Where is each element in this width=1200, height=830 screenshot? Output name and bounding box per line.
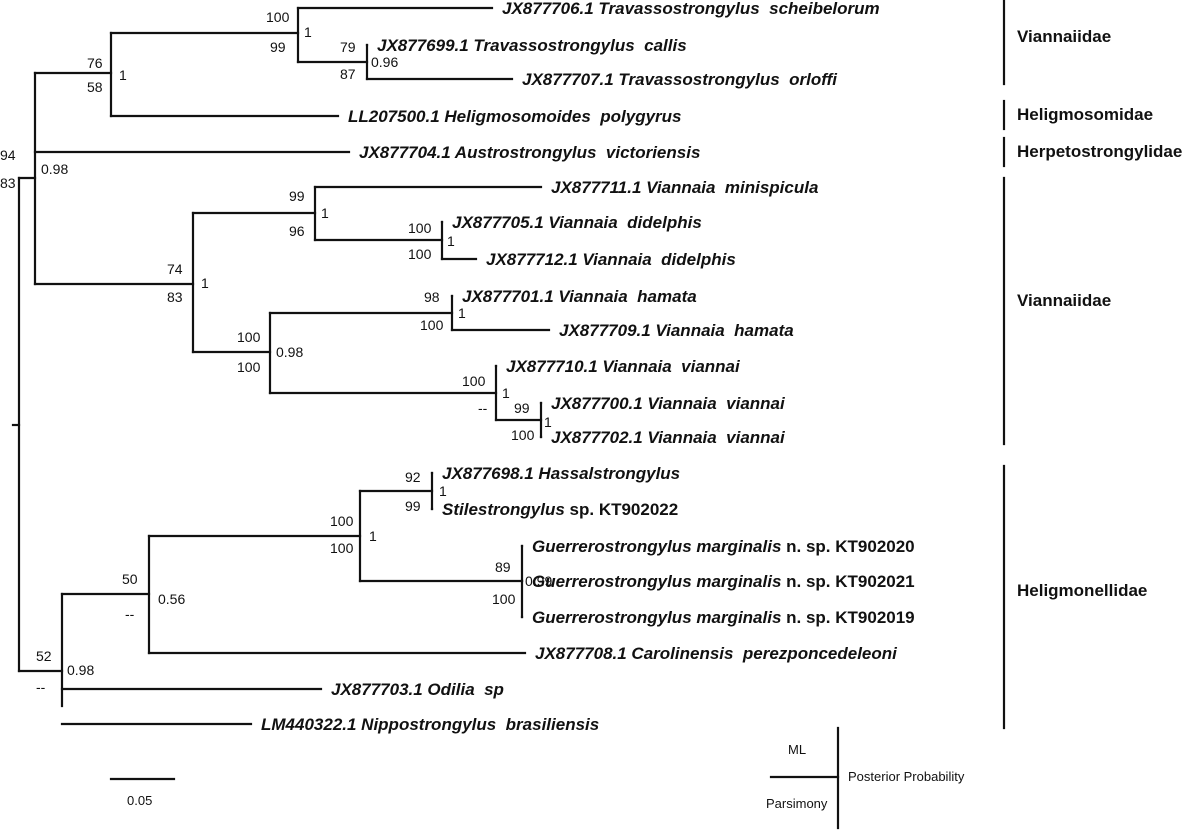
legend-ml: ML <box>788 742 806 757</box>
support-pars-n_ham_vian: 100 <box>237 359 261 375</box>
taxon-label-t8: JX877712.1 Viannaia didelphis <box>486 250 736 269</box>
support-legend: ML Parsimony Posterior Probability <box>766 726 965 830</box>
support-pp-n_travassos: 1 <box>304 24 312 40</box>
support-ml-n_upper: 94 <box>0 147 16 163</box>
support-values: 10099179870.967658194830.989996110010017… <box>0 9 552 695</box>
family-label-heligmonellidae: Heligmonellidae <box>1017 581 1147 600</box>
family-label-herpetostrongylidae: Herpetostrongylidae <box>1017 142 1182 161</box>
support-pp-n_didelphis: 1 <box>447 233 455 249</box>
taxon-label-t1: JX877706.1 Travassostrongylus scheibelor… <box>502 0 880 18</box>
support-pars-n_upper: 83 <box>0 175 16 191</box>
support-pars-n_hassal: 99 <box>405 498 421 514</box>
support-ml-n_ham_vian: 100 <box>237 329 261 345</box>
support-pars-n_trav_helig: 58 <box>87 79 103 95</box>
taxon-label-t14: JX877698.1 Hassalstrongylus <box>442 464 680 483</box>
support-ml-n_lower: 52 <box>36 648 52 664</box>
taxon-label-t12: JX877700.1 Viannaia viannai <box>551 394 786 413</box>
support-pars-n_minispicula: 96 <box>289 223 305 239</box>
support-ml-n_minispicula: 99 <box>289 188 305 204</box>
family-label-heligmosomidae: Heligmosomidae <box>1017 105 1153 124</box>
support-pp-n_trav_helig: 1 <box>119 67 127 83</box>
support-ml-n_hassal_guer: 100 <box>330 513 354 529</box>
taxon-label-t3: JX877707.1 Travassostrongylus orloffi <box>522 70 838 89</box>
support-pp-n_hamata: 1 <box>458 305 466 321</box>
tree-branches <box>11 6 551 726</box>
taxon-label-t17: Guerrerostrongylus marginalis n. sp. KT9… <box>532 572 915 591</box>
support-ml-n_travassos: 100 <box>266 9 290 25</box>
taxon-label-t16: Guerrerostrongylus marginalis n. sp. KT9… <box>532 537 915 556</box>
support-ml-n_didelphis: 100 <box>408 220 432 236</box>
support-pars-n_viannai2: 100 <box>511 427 535 443</box>
support-pars-n_viannaia: 83 <box>167 289 183 305</box>
taxon-label-t11: JX877710.1 Viannaia viannai <box>506 357 741 376</box>
taxon-label-t7: JX877705.1 Viannaia didelphis <box>452 213 702 232</box>
support-pp-n_lower: 0.98 <box>67 662 94 678</box>
support-ml-n_hamata: 98 <box>424 289 440 305</box>
support-pp-n_carol: 0.56 <box>158 591 185 607</box>
taxon-label-t19: JX877708.1 Carolinensis perezponcedeleon… <box>535 644 898 663</box>
support-pp-n_viannaia: 1 <box>201 275 209 291</box>
family-label-viannaiidae-2: Viannaiidae <box>1017 291 1111 310</box>
support-pars-n_hamata: 100 <box>420 317 444 333</box>
support-pars-n_viannai: -- <box>478 400 488 416</box>
support-pars-n_hassal_guer: 100 <box>330 540 354 556</box>
support-ml-n_viannai2: 99 <box>514 400 530 416</box>
support-pars-n_callis: 87 <box>340 66 356 82</box>
support-pp-n_upper: 0.98 <box>41 161 68 177</box>
taxon-label-t15: Stilestrongylus sp. KT902022 <box>442 500 678 519</box>
taxon-label-t5: JX877704.1 Austrostrongylus victoriensis <box>359 143 700 162</box>
support-pp-n_viannai2: 1 <box>544 414 552 430</box>
taxon-label-t10: JX877709.1 Viannaia hamata <box>559 321 794 340</box>
support-pp-n_minispicula: 1 <box>321 205 329 221</box>
support-pp-n_ham_vian: 0.98 <box>276 344 303 360</box>
support-pars-n_carol: -- <box>125 606 135 622</box>
taxon-label-t6: JX877711.1 Viannaia minispicula <box>551 178 818 197</box>
taxon-label-t20: JX877703.1 Odilia sp <box>331 680 504 699</box>
support-ml-n_callis: 79 <box>340 39 356 55</box>
support-ml-n_viannaia: 74 <box>167 261 183 277</box>
scale-bar: 0.05 <box>109 777 176 808</box>
support-pp-n_guerrero: 0.99 <box>525 573 552 589</box>
support-ml-n_trav_helig: 76 <box>87 55 103 71</box>
taxon-label-t2: JX877699.1 Travassostrongylus callis <box>377 36 687 55</box>
support-pars-n_guerrero: 100 <box>492 591 516 607</box>
taxon-label-t4: LL207500.1 Heligmosomoides polygyrus <box>348 107 682 126</box>
support-ml-n_hassal: 92 <box>405 469 421 485</box>
support-pp-n_hassal_guer: 1 <box>369 528 377 544</box>
support-pp-n_viannai: 1 <box>502 385 510 401</box>
support-ml-n_viannai: 100 <box>462 373 486 389</box>
family-label-viannaiidae-1: Viannaiidae <box>1017 27 1111 46</box>
support-pars-n_lower: -- <box>36 679 46 695</box>
family-brackets: Viannaiidae Heligmosomidae Herpetostrong… <box>1002 0 1182 730</box>
taxon-label-t21: LM440322.1 Nippostrongylus brasiliensis <box>261 715 599 734</box>
support-pars-n_travassos: 99 <box>270 39 286 55</box>
support-pp-n_hassal: 1 <box>439 483 447 499</box>
taxon-label-t18: Guerrerostrongylus marginalis n. sp. KT9… <box>532 608 915 627</box>
scale-bar-label: 0.05 <box>127 793 152 808</box>
taxon-label-t9: JX877701.1 Viannaia hamata <box>462 287 697 306</box>
taxon-labels: JX877706.1 Travassostrongylus scheibelor… <box>261 0 915 734</box>
support-pars-n_didelphis: 100 <box>408 246 432 262</box>
legend-parsimony: Parsimony <box>766 796 828 811</box>
support-ml-n_guerrero: 89 <box>495 559 511 575</box>
support-ml-n_carol: 50 <box>122 571 138 587</box>
legend-posterior-probability: Posterior Probability <box>848 769 965 784</box>
taxon-label-t13: JX877702.1 Viannaia viannai <box>551 428 786 447</box>
support-pp-n_callis: 0.96 <box>371 54 398 70</box>
